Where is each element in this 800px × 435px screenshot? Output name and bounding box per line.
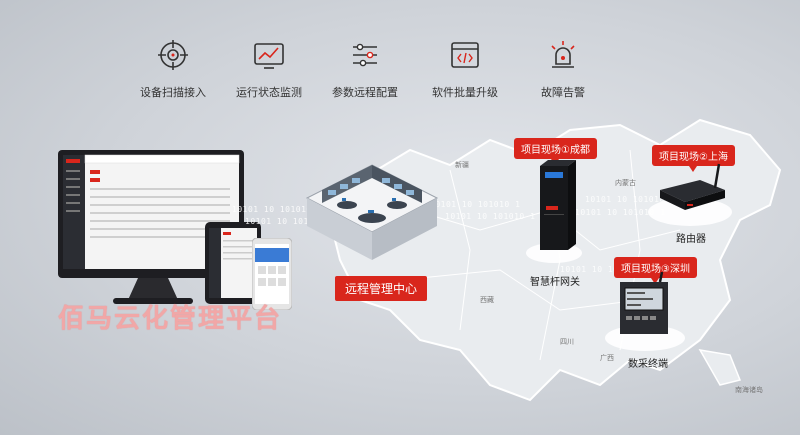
binary-stream: 10101 10 101010 1 [245,217,336,226]
map-label-sichuan: 四川 [560,338,574,346]
phone-device [252,238,292,310]
binary-stream: 10101 10 101010 1 [585,195,676,204]
feature-label: 参数远程配置 [332,86,398,99]
binary-stream: 10101 10 101010 1 [445,212,536,221]
binary-stream: 10101 10 101010 1 [560,265,651,274]
smart-pole-gateway-device [526,160,582,263]
sliders-icon [353,43,377,67]
map-label-xinjiang: 新疆 [455,161,469,169]
map-label-xizang: 西藏 [480,296,494,304]
scan-target-icon [158,40,188,70]
feature-status-monitor: 运行状态监测 [209,38,329,100]
site-tag-text: 项目现场②上海 [659,152,728,163]
binary-stream: 10101 10 101010 1 [575,208,666,217]
feature-batch-upgrade: 软件批量升级 [405,38,525,100]
map-label-guangdong: 广西 [600,354,614,362]
map-label-island: 南海诸岛 [735,386,763,394]
site-tag-text: 项目现场①成都 [521,145,590,156]
binary-stream: 10101 10 101010 1 [232,205,323,214]
binary-stream: 10101 10 101010 1 [430,200,521,209]
feature-label: 软件批量升级 [432,86,498,99]
device-label-router: 路由器 [676,234,706,245]
tablet-device [205,222,261,304]
router-device [648,163,732,226]
site-tag-shanghai: 项目现场②上海 [652,145,735,172]
control-room [305,164,439,260]
line-chart-monitor-icon [254,43,284,69]
site-tag-text: 项目现场③深圳 [621,264,690,275]
alarm-light-icon [551,41,575,68]
feature-label: 设备扫描接入 [140,86,206,99]
site-tag-shenzhen: 项目现场③深圳 [614,257,697,284]
device-label-gateway: 智慧杆网关 [530,277,580,288]
feature-scan-access: 设备扫描接入 [113,38,233,100]
site-tag-chengdu: 项目现场①成都 [514,138,597,165]
desktop-monitor [58,150,244,304]
remote-center-label: 远程管理中心 [335,276,428,301]
feature-label: 故障告警 [541,86,585,99]
brand-title: 佰马云化管理平台 [58,304,283,334]
map-label-neimeng: 内蒙古 [615,179,636,187]
feature-remote-config: 参数远程配置 [305,38,425,100]
feature-label: 运行状态监测 [236,86,302,99]
device-label-terminal: 数采终端 [628,359,668,370]
feature-fault-alarm: 故障告警 [503,38,623,100]
code-window-icon [451,42,479,68]
data-terminal-device [605,272,685,351]
